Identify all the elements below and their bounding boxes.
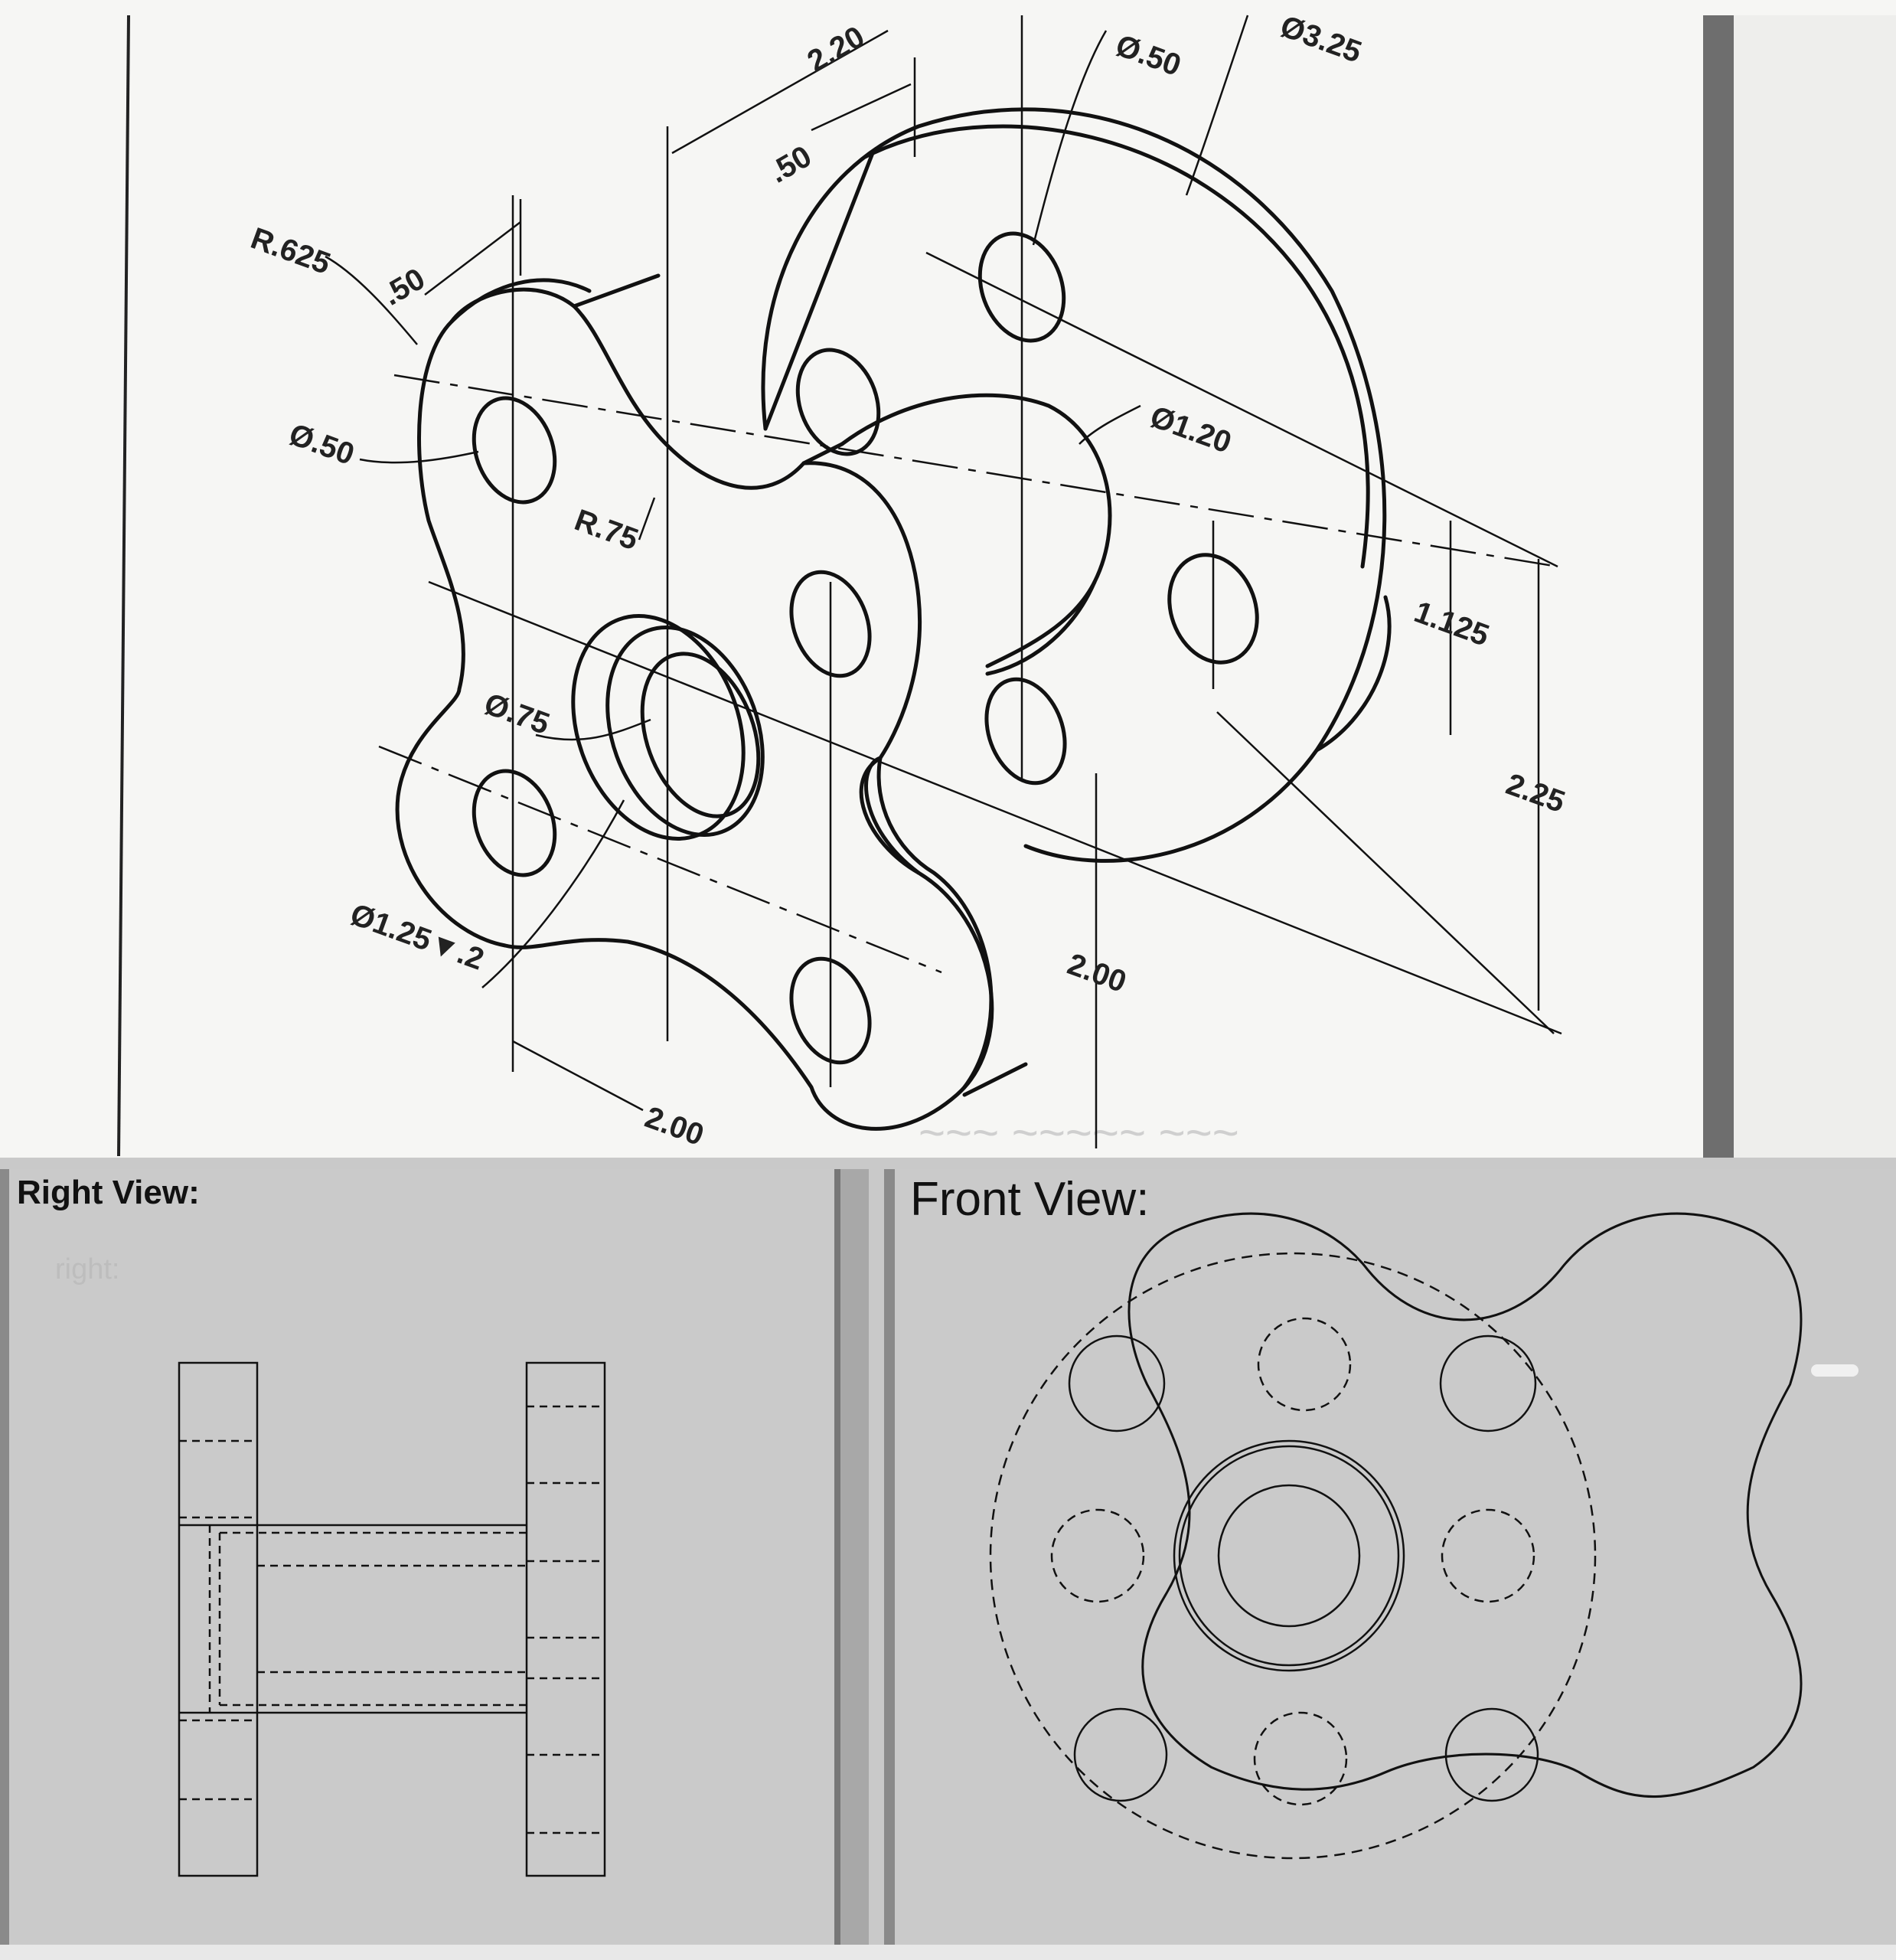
dim-r75: R.75	[570, 503, 642, 557]
right-view-drawing	[178, 1361, 606, 1877]
hole-flange-top	[977, 231, 1066, 343]
centerline-mid-axis	[428, 580, 1562, 1035]
paper-edge-shadow	[1703, 15, 1734, 1158]
right-right-flange	[525, 1361, 606, 1877]
dim-line-220	[671, 29, 889, 155]
front-view-title: Front View:	[910, 1173, 1150, 1226]
front-view-panel: Front View:	[884, 1169, 1896, 1945]
hub-lower	[985, 580, 1097, 676]
front-hidden-hole-left	[1050, 1508, 1145, 1603]
leader-phi50-top	[1032, 30, 1108, 246]
leader-phi325	[1185, 15, 1249, 196]
extension-lower-right	[1216, 711, 1555, 1034]
hole-front-center	[789, 570, 872, 678]
dim-1125: 1.125	[1410, 595, 1493, 653]
plate-notch	[864, 756, 921, 875]
flange-front-outline	[761, 107, 1387, 863]
front-hidden-hole-top	[1257, 1317, 1352, 1412]
dim-line-200-bottom	[512, 1040, 644, 1112]
extension-upper-right	[925, 251, 1558, 568]
dim-line-50-top	[424, 221, 521, 296]
frame-line-left	[117, 15, 130, 1157]
dim-50-flange: .50	[764, 139, 817, 190]
plate-top-thickness	[572, 273, 661, 309]
dim-line-50-flange	[811, 83, 912, 132]
front-plate-outline	[395, 287, 994, 1131]
front-hole-lower-right	[1444, 1707, 1539, 1802]
hole-flange-left	[795, 348, 881, 456]
front-hidden-hole-bottom	[1253, 1711, 1348, 1806]
isometric-drawing-photo: ~~~ ~~~~~ ~~~	[0, 0, 1896, 1158]
hub-front-ellipse	[840, 393, 1112, 668]
leader-phi120	[1079, 404, 1141, 445]
right-view-faint-label: right:	[55, 1253, 120, 1285]
dim-phi125: Ø1.25▼.2	[346, 897, 488, 977]
dim-200-bottom: 2.00	[641, 1100, 708, 1152]
centerline-upper-axis	[393, 374, 1558, 568]
dim-r625: R.625	[246, 221, 334, 281]
isometric-drawing: ~~~ ~~~~~ ~~~	[117, 9, 1896, 1158]
hole-flange-right	[1167, 553, 1259, 665]
front-hidden-hole-right	[1441, 1508, 1535, 1603]
leader-r625	[325, 255, 418, 345]
front-hole-upper-right	[1439, 1334, 1537, 1432]
boss-counterbore	[605, 625, 765, 838]
right-view-title: Right View:	[17, 1174, 200, 1211]
bottom-strip	[0, 1945, 1896, 1960]
dim-50-top: .50	[377, 262, 431, 312]
front-boss-outer	[1173, 1439, 1405, 1672]
front-hidden-flange	[989, 1252, 1597, 1860]
leader-r75	[638, 497, 656, 541]
white-marker	[1811, 1364, 1858, 1377]
leader-phi50-left	[359, 450, 479, 464]
plate-right-thickness	[876, 756, 994, 1089]
hole-front-lower-left	[472, 769, 557, 877]
front-hole-lower-left	[1073, 1707, 1168, 1802]
hub-top-edge	[801, 442, 844, 466]
flange-back-rim-lower	[1314, 595, 1392, 753]
front-view-drawing	[989, 1212, 1803, 1860]
front-boss-counterbore	[1178, 1445, 1400, 1667]
hole-front-bottom	[789, 956, 872, 1065]
front-clover-outline	[1127, 1212, 1803, 1798]
plate-bottom-thickness	[962, 1062, 1028, 1097]
flange-back-rim	[863, 124, 1370, 569]
hole-flange-bottom	[984, 677, 1067, 786]
dim-phi50-left: Ø.50	[285, 417, 359, 472]
centerline-lower-axis	[378, 745, 942, 974]
dim-220: 2.20	[802, 20, 870, 79]
front-thru-hole	[1217, 1484, 1361, 1628]
right-view-panel: Right View: right:	[0, 1169, 869, 1945]
front-hole-upper-left	[1068, 1334, 1166, 1432]
leader-phi125	[481, 799, 625, 988]
leader-phi75	[535, 718, 651, 741]
panel-separator	[834, 1169, 869, 1945]
dim-phi120: Ø1.20	[1146, 400, 1235, 460]
boss-thru-hole	[640, 652, 761, 818]
plate-top-edge	[449, 278, 592, 324]
right-left-flange	[178, 1361, 259, 1877]
background-right	[1734, 15, 1896, 1158]
flange-edge	[763, 151, 875, 431]
dim-phi75: Ø.75	[480, 687, 554, 741]
pencil-scribble: ~~~ ~~~~~ ~~~	[919, 1107, 1239, 1158]
dim-225: 2.25	[1502, 767, 1569, 819]
dim-phi325: Ø3.25	[1276, 9, 1366, 70]
hole-front-upper-left	[472, 396, 557, 505]
dim-phi50-top: Ø.50	[1111, 28, 1186, 83]
